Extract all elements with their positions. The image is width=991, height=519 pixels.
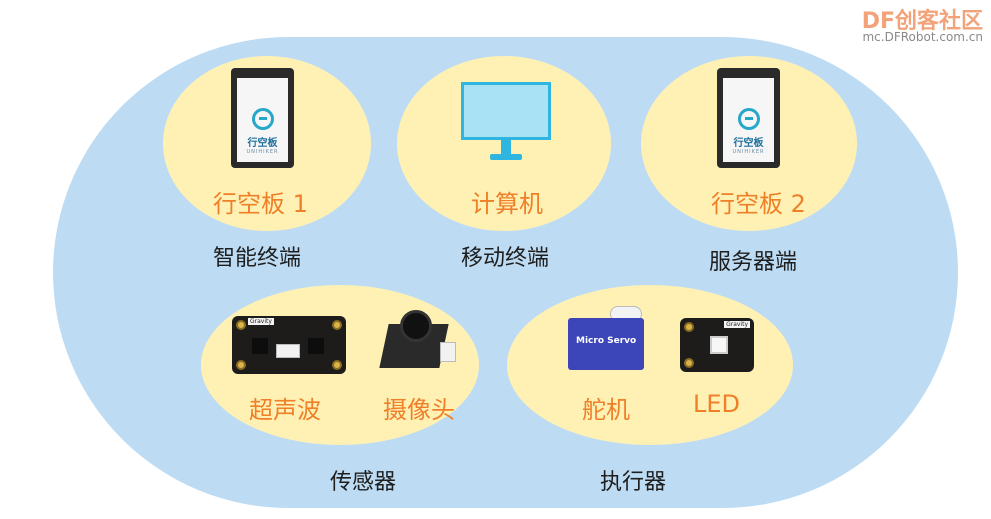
smart-terminal-label: 智能终端 bbox=[213, 246, 302, 271]
camera-module bbox=[378, 306, 462, 372]
camera-lens-icon bbox=[400, 310, 432, 342]
mounting-hole-icon bbox=[236, 320, 246, 330]
led-light-icon bbox=[710, 336, 728, 354]
connector-icon bbox=[440, 342, 456, 362]
server-label: 服务器端 bbox=[709, 250, 798, 275]
board1-device: 行空板 UNIHIKER bbox=[231, 68, 294, 168]
servo-body-text: Micro Servo bbox=[576, 336, 637, 346]
ultrasonic-gravity-tag: Gravity bbox=[248, 318, 274, 325]
mounting-hole-icon bbox=[684, 358, 694, 368]
mounting-hole-icon bbox=[236, 360, 246, 370]
board2-device: 行空板 UNIHIKER bbox=[717, 68, 780, 168]
unihiker-logo-icon bbox=[251, 108, 274, 130]
led-label: LED bbox=[693, 390, 741, 418]
board2-screen-sub: UNIHIKER bbox=[732, 149, 765, 155]
dfrobot-watermark: DF创客社区 bbox=[862, 3, 983, 35]
watermark-brand-cn: 创客社区 bbox=[894, 9, 983, 34]
board1-screen-text: 行空板 bbox=[247, 138, 278, 149]
chip-icon bbox=[308, 338, 324, 354]
watermark-url: mc.DFRobot.com.cn bbox=[862, 30, 983, 44]
board2-screen-text: 行空板 bbox=[733, 138, 764, 149]
servo-label: 舵机 bbox=[582, 396, 630, 424]
board1-screen-sub: UNIHIKER bbox=[246, 149, 279, 155]
unihiker-logo-icon bbox=[737, 108, 760, 130]
board1-screen: 行空板 UNIHIKER bbox=[237, 78, 288, 162]
board2-label: 行空板 2 bbox=[711, 190, 806, 218]
micro-servo: Micro Servo bbox=[568, 306, 644, 372]
connector-icon bbox=[276, 344, 300, 358]
mounting-hole-icon bbox=[684, 322, 694, 332]
led-gravity-tag: Gravity bbox=[724, 321, 750, 328]
led-module-board: Gravity bbox=[680, 318, 754, 372]
servo-body bbox=[568, 318, 644, 370]
ultrasonic-label: 超声波 bbox=[249, 396, 321, 424]
camera-label: 摄像头 bbox=[383, 396, 455, 424]
mounting-hole-icon bbox=[332, 360, 342, 370]
mounting-hole-icon bbox=[332, 320, 342, 330]
monitor-icon bbox=[461, 82, 551, 166]
mobile-terminal-label: 移动终端 bbox=[461, 246, 550, 271]
board1-label: 行空板 1 bbox=[213, 190, 308, 218]
chip-icon bbox=[252, 338, 268, 354]
board2-screen: 行空板 UNIHIKER bbox=[723, 78, 774, 162]
ultrasonic-sensor-board: Gravity bbox=[232, 316, 346, 374]
sensor-group-label: 传感器 bbox=[330, 470, 397, 495]
actuator-group-label: 执行器 bbox=[600, 470, 667, 495]
computer-label: 计算机 bbox=[471, 190, 543, 218]
watermark-brand: DF bbox=[861, 9, 895, 34]
